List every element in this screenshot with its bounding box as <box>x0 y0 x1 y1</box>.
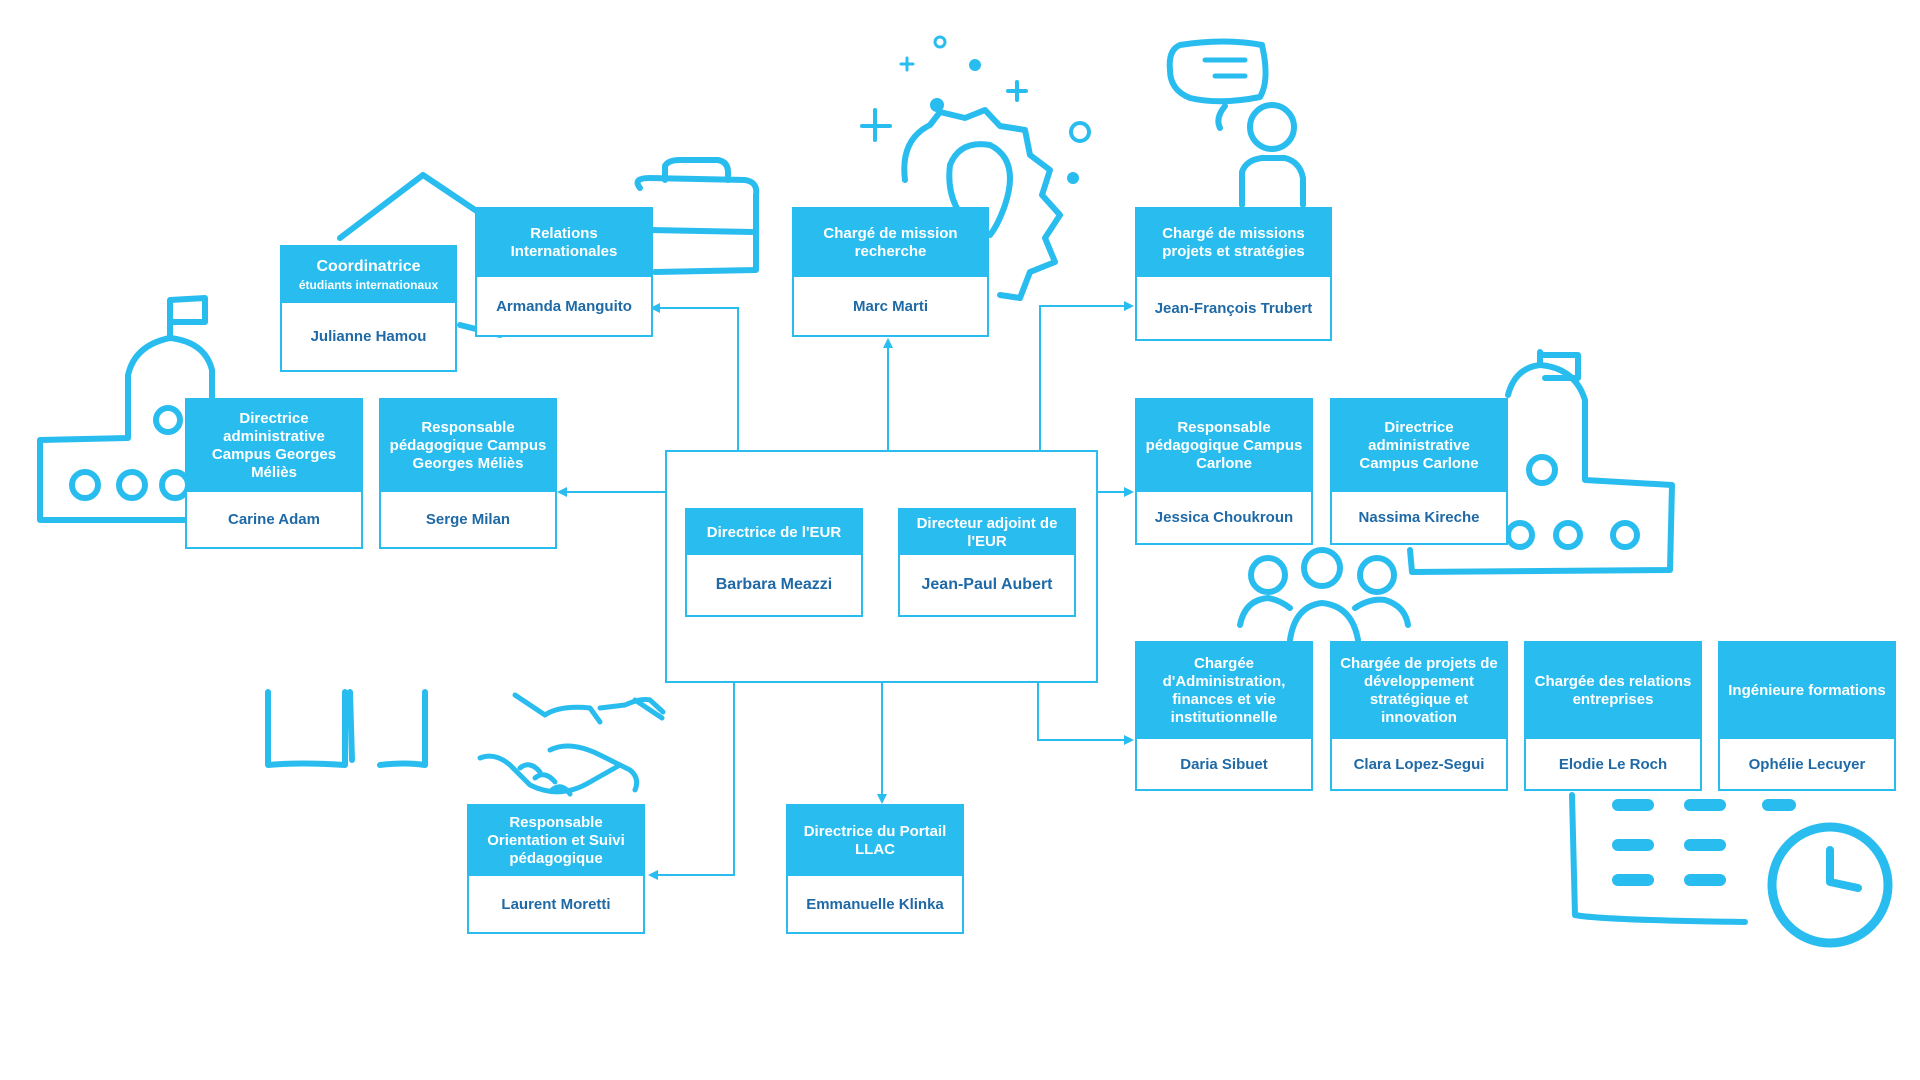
handshake-icon <box>477 692 666 797</box>
director-card: Directrice de l'EUR Barbara Meazzi <box>685 508 863 617</box>
campus-building-right-icon <box>1407 349 1675 575</box>
briefcase-icon <box>634 157 760 275</box>
role-title: Chargée d'Administration, finances et vi… <box>1137 643 1311 739</box>
director-name: Barbara Meazzi <box>715 576 833 593</box>
speech-person-icon <box>1166 38 1306 208</box>
role-name: Daria Sibuet <box>1180 755 1268 773</box>
resp-peda-melies-card: Responsable pédagogique Campus Georges M… <box>379 398 557 549</box>
coordinatrice-name: Julianne Hamou <box>310 328 427 345</box>
role-title: Chargé de mission recherche <box>794 209 987 277</box>
orientation-card: Responsable Orientation et Suivi pédagog… <box>467 804 645 934</box>
projets-developpement-card: Chargée de projets de développement stra… <box>1330 641 1508 791</box>
role-title: Responsable pédagogique Campus Georges M… <box>381 400 555 492</box>
deputy-director-title: Directeur adjoint de l'EUR <box>900 510 1074 555</box>
ingenieure-formations-card: Ingénieure formations Ophélie Lecuyer <box>1718 641 1896 791</box>
relations-internationales-card: Relations Internationales Armanda Mangui… <box>475 207 653 337</box>
role-name: Marc Marti <box>852 297 929 315</box>
missions-projets-card: Chargé de missions projets et stratégies… <box>1135 207 1332 341</box>
coordinatrice-title-main: Coordinatrice <box>316 258 421 275</box>
director-title: Directrice de l'EUR <box>687 510 861 555</box>
gear-person-icon <box>860 35 1091 301</box>
deputy-director-card: Directeur adjoint de l'EUR Jean-Paul Aub… <box>898 508 1076 617</box>
role-name: Nassima Kireche <box>1358 509 1480 526</box>
role-title: Directrice administrative Campus Carlone <box>1332 400 1506 492</box>
coordinatrice-title-sub: étudiants internationaux <box>298 278 439 292</box>
role-title: Directrice administrative Campus Georges… <box>187 400 361 492</box>
role-name: Carine Adam <box>228 511 320 528</box>
dir-admin-carlone-card: Directrice administrative Campus Carlone… <box>1330 398 1508 545</box>
role-title: Relations Internationales <box>477 209 651 277</box>
role-name: Jessica Choukroun <box>1154 509 1294 526</box>
role-name: Armanda Manguito <box>496 297 632 315</box>
resp-peda-carlone-card: Responsable pédagogique Campus Carlone J… <box>1135 398 1313 545</box>
role-title: Responsable Orientation et Suivi pédagog… <box>469 806 643 876</box>
relations-entreprises-card: Chargée des relations entreprises Elodie… <box>1524 641 1702 791</box>
role-name: Emmanuelle Klinka <box>806 895 944 913</box>
book-icon <box>265 689 428 768</box>
role-title: Ingénieure formations <box>1720 643 1894 739</box>
role-title: Directrice du Portail LLAC <box>788 806 962 876</box>
role-name: Serge Milan <box>425 511 511 528</box>
role-name: Jean-François Trubert <box>1154 299 1313 317</box>
role-title: Chargée des relations entreprises <box>1526 643 1700 739</box>
administration-card: Chargée d'Administration, finances et vi… <box>1135 641 1313 791</box>
coordinatrice-title: Coordinatrice étudiants internationaux <box>282 247 455 303</box>
dir-admin-melies-card: Directrice administrative Campus Georges… <box>185 398 363 549</box>
coordinatrice-card: Coordinatrice étudiants internationaux J… <box>280 245 457 372</box>
mission-recherche-card: Chargé de mission recherche Marc Marti <box>792 207 989 337</box>
role-title: Chargé de missions projets et stratégies <box>1137 209 1330 277</box>
role-name: Clara Lopez-Segui <box>1353 755 1485 773</box>
group-people-icon <box>1237 547 1411 643</box>
role-name: Elodie Le Roch <box>1558 755 1668 773</box>
deputy-director-name: Jean-Paul Aubert <box>921 576 1053 593</box>
role-name: Ophélie Lecuyer <box>1748 755 1866 773</box>
role-title: Responsable pédagogique Campus Carlone <box>1137 400 1311 492</box>
role-title: Chargée de projets de développement stra… <box>1332 643 1506 739</box>
calendar-clock-icon <box>1569 792 1893 948</box>
role-name: Laurent Moretti <box>501 895 611 913</box>
portail-llac-card: Directrice du Portail LLAC Emmanuelle Kl… <box>786 804 964 934</box>
campus-building-left-icon <box>37 295 215 523</box>
